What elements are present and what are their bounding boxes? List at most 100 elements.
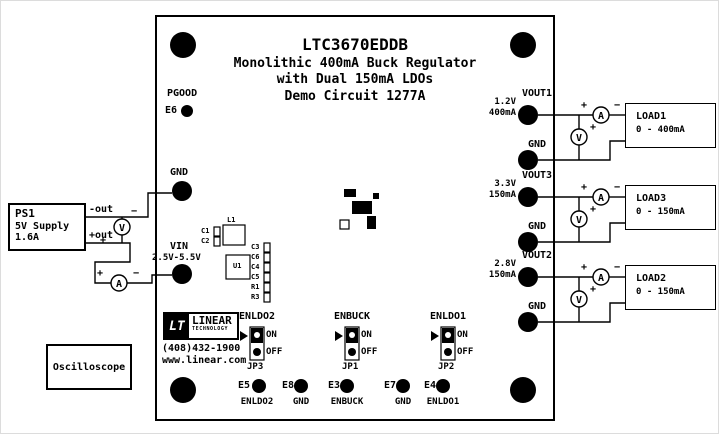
vendor-logo: LT LINEAR TECHNOLOGY xyxy=(163,312,239,340)
oscilloscope-box: Oscilloscope xyxy=(46,344,132,390)
center-component xyxy=(339,219,350,230)
gnd3-turret xyxy=(518,232,538,252)
testpoint-e5-label: ENLDO2 xyxy=(240,397,274,407)
jumper-enldo2-off: OFF xyxy=(266,347,283,357)
res-r1 xyxy=(263,282,271,293)
minus-sign: − xyxy=(614,100,620,111)
vout2-label: VOUT2 xyxy=(521,250,553,261)
load1-range: 0 - 400mA xyxy=(636,124,685,135)
pos-out-wire xyxy=(86,242,131,284)
output1-wiring: A + − V + xyxy=(538,100,625,161)
power-supply-box: PS1 5V Supply 1.6A xyxy=(8,203,86,251)
ammeter-letter: A xyxy=(598,111,604,122)
vin-turret xyxy=(172,264,192,284)
jumper-jp2-ref: JP2 xyxy=(438,362,455,372)
load1-name: LOAD1 xyxy=(636,111,667,122)
ammeter-icon xyxy=(592,188,610,206)
vout3-current: 150mA xyxy=(488,190,516,200)
vout1-current: 400mA xyxy=(488,108,516,118)
load3-range: 0 - 150mA xyxy=(636,206,685,217)
board-title: LTC3670EDDB xyxy=(302,35,408,54)
testpoint-e8-label: GND xyxy=(292,397,310,407)
label-c6: C6 xyxy=(251,253,260,261)
jumper-enldo2 xyxy=(240,326,265,361)
vin-turret-label: VIN xyxy=(170,241,189,252)
voltmeter-icon xyxy=(113,218,131,236)
load3-box: LOAD3 0 - 150mA xyxy=(625,185,716,230)
label-c3: C3 xyxy=(251,243,260,251)
jumper-enldo1-label: ENLDO1 xyxy=(429,311,467,322)
testpoint-e7-ref: E7 xyxy=(384,380,397,391)
label-c2: C2 xyxy=(201,237,210,245)
load2-box: LOAD2 0 - 150mA xyxy=(625,265,716,310)
supply-wiring: V − + A + − xyxy=(86,192,172,292)
vin-wire xyxy=(127,274,172,284)
ammeter-letter: A xyxy=(116,279,122,290)
ammeter-letter: A xyxy=(598,273,604,284)
mounting-holes xyxy=(170,32,536,403)
label-u1: U1 xyxy=(233,262,242,270)
ammeter-icon xyxy=(110,274,128,292)
load2-name: LOAD2 xyxy=(636,273,667,284)
plus-sign: + xyxy=(590,284,596,295)
gnd3-label: GND xyxy=(527,221,547,232)
jumper-pin-on xyxy=(254,332,260,338)
jumper-arrow-icon xyxy=(431,331,439,341)
ic-u1 xyxy=(225,254,251,280)
lt-logo-icon: LT xyxy=(165,314,189,338)
testpoint-e3-label: ENBUCK xyxy=(330,397,364,407)
voltmeter-letter: V xyxy=(576,133,582,144)
mounting-hole xyxy=(510,377,536,403)
voltmeter-letter: V xyxy=(119,223,125,234)
cap-c1 xyxy=(213,226,221,237)
oscilloscope-label: Oscilloscope xyxy=(52,361,126,373)
jumper-enbuck-on: ON xyxy=(361,330,372,340)
testpoint-e5-ref: E5 xyxy=(238,380,251,391)
cap-c4 xyxy=(263,262,271,273)
neg-out-wire xyxy=(86,192,172,218)
output3-wiring: A + − V + xyxy=(538,182,625,243)
pgood-label: PGOOD xyxy=(167,88,198,99)
output2-wiring: A + − V + xyxy=(538,262,625,323)
e6-testpoint xyxy=(181,105,193,117)
plus-sign: + xyxy=(590,204,596,215)
jumper-enldo2-label: ENLDO2 xyxy=(238,311,276,322)
center-component xyxy=(367,216,376,229)
cap-c3 xyxy=(263,242,271,253)
vout1-label: VOUT1 xyxy=(521,88,553,99)
jumper-jp1-ref: JP1 xyxy=(342,362,359,372)
power-supply-type: 5V Supply xyxy=(15,220,70,232)
jumper-enldo1 xyxy=(431,326,456,361)
gnd2-turret xyxy=(518,312,538,332)
mounting-hole xyxy=(170,32,196,58)
cap-c5 xyxy=(263,272,271,283)
vout1-turret xyxy=(518,105,538,125)
jumper-pin-on xyxy=(445,332,451,338)
jumper-enbuck-label: ENBUCK xyxy=(333,311,371,322)
load2-range: 0 - 150mA xyxy=(636,286,685,297)
jumper-enldo2-on: ON xyxy=(266,330,277,340)
vout2-voltage: 2.8V xyxy=(494,259,516,269)
load1-box: LOAD1 0 - 400mA xyxy=(625,103,716,148)
minus-sign: − xyxy=(133,268,139,279)
cap-c2 xyxy=(213,236,221,247)
jumper-enldo1-off: OFF xyxy=(457,347,474,357)
neg-out-label: -out xyxy=(89,204,114,215)
power-supply-name: PS1 xyxy=(15,207,35,220)
center-component xyxy=(373,193,379,199)
mounting-hole xyxy=(510,32,536,58)
jumper-arrow-icon xyxy=(335,331,343,341)
testpoint-e3-ref: E3 xyxy=(328,380,341,391)
vendor-website: www.linear.com xyxy=(162,355,247,366)
testpoint-e4-ref: E4 xyxy=(424,380,437,391)
jumper-pin-off xyxy=(444,348,452,356)
e6-label: E6 xyxy=(165,105,178,116)
vout2-turret xyxy=(518,267,538,287)
gnd3-wire xyxy=(538,222,625,243)
testpoint-e8-ref: E8 xyxy=(282,380,295,391)
cap-c6 xyxy=(263,252,271,263)
plus-sign: + xyxy=(97,268,103,279)
inductor-l1 xyxy=(222,224,246,246)
vout1-voltage: 1.2V xyxy=(494,97,516,107)
